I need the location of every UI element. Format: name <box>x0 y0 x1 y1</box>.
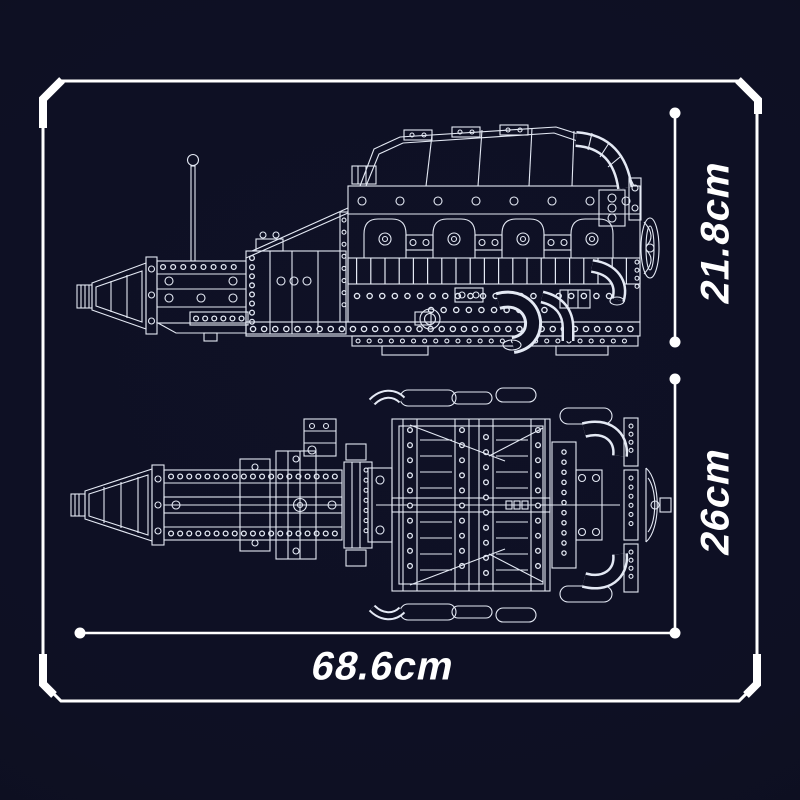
dipstick-rod <box>190 165 196 262</box>
frame-corner-accent-bottom-right <box>743 654 761 698</box>
engine-side-view-drawing <box>76 124 660 356</box>
frame-corner-accent-top-right <box>735 77 762 114</box>
dimension-lines <box>74 107 681 639</box>
frame-corner-accent-top-left <box>39 77 65 128</box>
dimension-label-overall-length: 68.6cm <box>307 644 459 689</box>
decorative-frame <box>39 77 762 703</box>
dimension-label-top-width: 26cm <box>693 443 738 559</box>
frame-corner-accent-bottom-left <box>39 654 57 698</box>
dimension-label-side-height: 21.8cm <box>693 156 738 308</box>
dipstick-ball <box>186 153 200 167</box>
engine-top-view-drawing <box>70 387 672 623</box>
